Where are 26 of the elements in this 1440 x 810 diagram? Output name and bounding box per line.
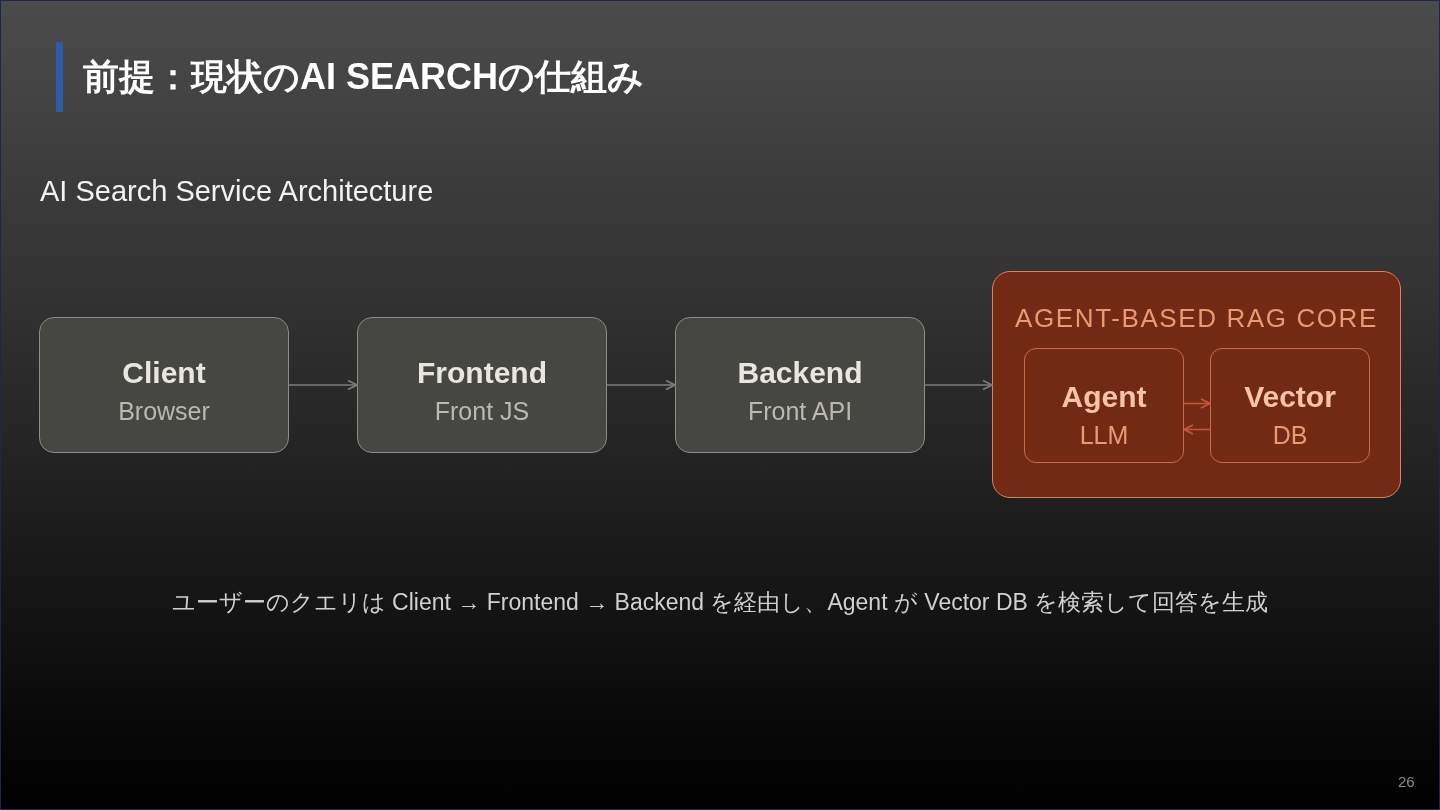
arrow xyxy=(288,379,358,391)
process-box xyxy=(357,317,607,453)
arrow xyxy=(606,379,676,391)
box-subtitle: Front API xyxy=(747,396,853,427)
slide-title: 前提：現状のAI SEARCHの仕組み xyxy=(83,55,645,99)
page-number: 26 xyxy=(1398,772,1415,792)
box-title: Client xyxy=(122,355,206,391)
box-title: Agent xyxy=(1061,378,1147,415)
component-box xyxy=(1024,348,1184,463)
box-subtitle: DB xyxy=(1272,419,1308,451)
process-box xyxy=(39,317,289,453)
section-heading: AI Search Service Architecture xyxy=(40,174,434,209)
box-title: Frontend xyxy=(417,355,547,391)
arrow xyxy=(1183,424,1211,435)
group-heading: AGENT-BASED RAG CORE xyxy=(1014,302,1379,334)
box-title: Backend xyxy=(737,355,863,391)
caption: ユーザーのクエリは Client → Frontend → Backend を経由し、Agent が Vector DB を検索して回答を生成 xyxy=(171,588,1269,617)
box-title: Vector xyxy=(1244,378,1336,415)
arrow xyxy=(1183,398,1211,409)
box-subtitle: LLM xyxy=(1079,419,1129,451)
core-panel xyxy=(992,271,1401,498)
process-box xyxy=(675,317,925,453)
box-subtitle: Browser xyxy=(118,396,210,427)
arrow xyxy=(924,379,993,391)
box-subtitle: Front JS xyxy=(434,396,530,427)
component-box xyxy=(1210,348,1370,463)
